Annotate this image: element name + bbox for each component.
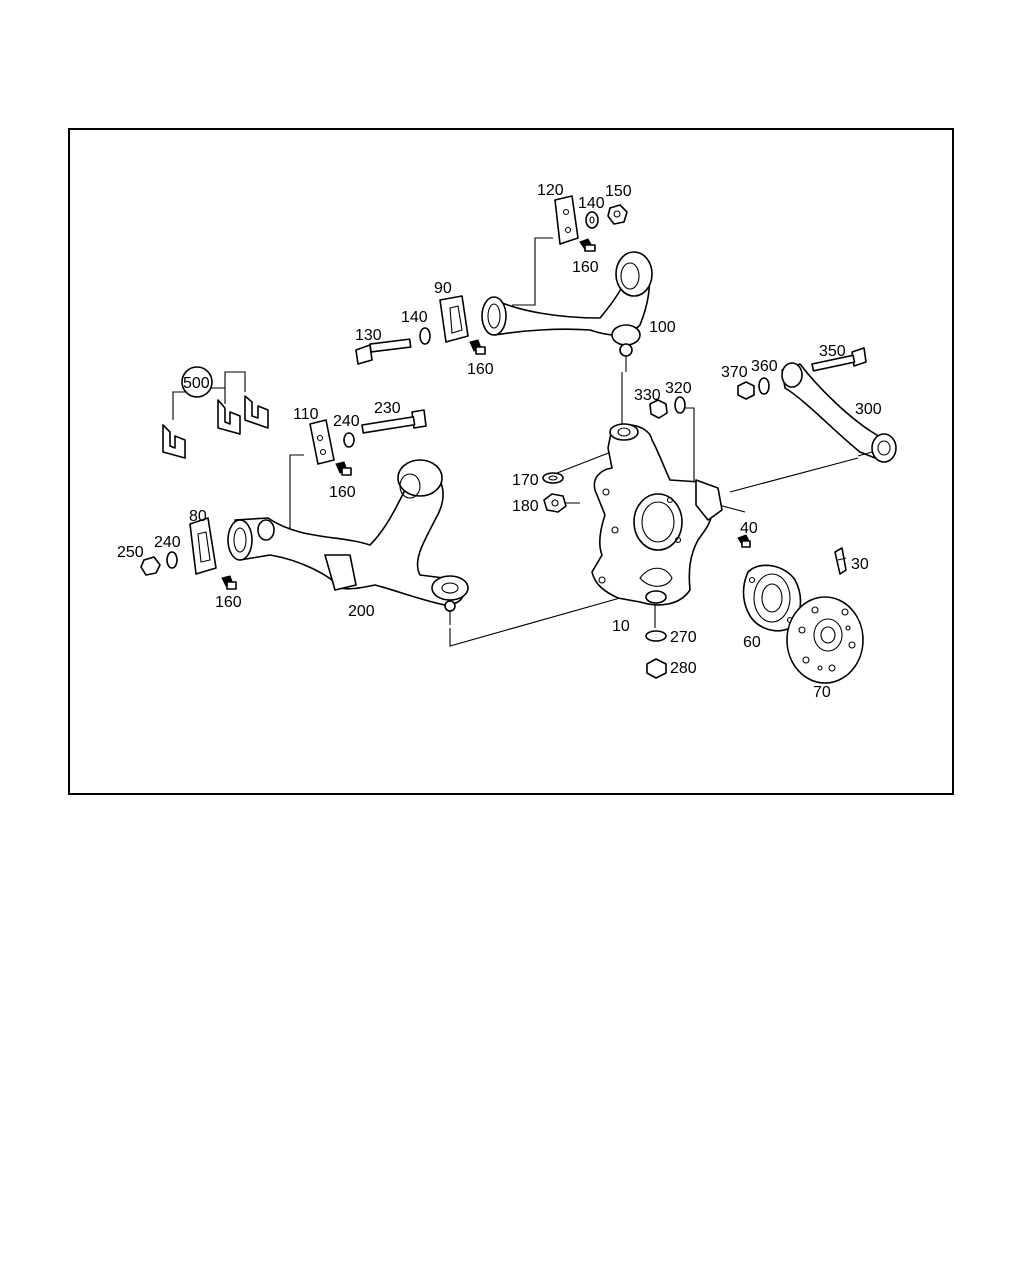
upper-control-arm-100 <box>481 251 653 372</box>
callout-500: 500 <box>183 375 210 392</box>
callout-90: 90 <box>434 280 452 297</box>
callout-160-mid: 160 <box>467 361 494 378</box>
callout-130: 130 <box>355 327 382 344</box>
callout-160-upper: 160 <box>572 259 599 276</box>
callout-circle-500 <box>181 366 213 398</box>
callout-240-upper: 240 <box>333 413 360 430</box>
bracket-110 <box>309 419 335 465</box>
washer-240-lower <box>166 551 178 569</box>
bolt-160-lower-upper <box>335 461 352 476</box>
bolt-350 <box>811 347 867 372</box>
callout-250: 250 <box>117 544 144 561</box>
callout-160-lower-upper: 160 <box>329 484 356 501</box>
clip-set-500 <box>162 366 269 459</box>
wheel-bearing-60 <box>742 564 802 632</box>
washer-170 <box>542 472 564 484</box>
bracket-90 <box>439 295 469 343</box>
washer-320 <box>674 396 686 414</box>
strut-rod-300 <box>781 362 897 463</box>
callout-350: 350 <box>819 343 846 360</box>
callout-240-lower: 240 <box>154 534 181 551</box>
steering-knuckle-10 <box>591 423 723 606</box>
bolt-230 <box>361 409 427 434</box>
callout-160-lower: 160 <box>215 594 242 611</box>
callout-60: 60 <box>743 634 761 651</box>
callout-labels: 10 30 40 60 70 80 90 100 110 120 130 140… <box>117 182 882 701</box>
diagram-frame <box>68 128 954 795</box>
callout-140-upper: 140 <box>578 195 605 212</box>
callout-40: 40 <box>740 520 758 537</box>
nut-180 <box>543 493 567 513</box>
callout-170: 170 <box>512 472 539 489</box>
washer-270 <box>645 630 667 642</box>
callout-70: 70 <box>813 684 831 701</box>
callout-370: 370 <box>721 364 748 381</box>
nut-150 <box>607 204 628 225</box>
bolt-160-upper <box>579 238 596 252</box>
bolt-130 <box>355 338 412 365</box>
nut-330 <box>649 399 668 419</box>
callout-230: 230 <box>374 400 401 417</box>
bolt-40 <box>737 534 751 548</box>
bracket-120 <box>554 195 579 245</box>
callout-100: 100 <box>649 319 676 336</box>
washer-140-mid <box>419 327 431 345</box>
callout-30: 30 <box>851 556 869 573</box>
bolt-160-lower <box>221 575 237 590</box>
callout-280: 280 <box>670 660 697 677</box>
callout-150: 150 <box>605 183 632 200</box>
nut-370 <box>737 381 755 400</box>
callout-320: 320 <box>665 380 692 397</box>
callout-300: 300 <box>855 401 882 418</box>
callout-10: 10 <box>612 618 630 635</box>
bracket-80 <box>189 517 217 575</box>
washer-140-upper <box>585 211 599 229</box>
washer-240-upper <box>343 432 355 448</box>
bolt-160-mid <box>469 339 486 355</box>
clip-30 <box>834 547 847 575</box>
callout-330: 330 <box>634 387 661 404</box>
callout-110: 110 <box>293 406 319 423</box>
nut-250 <box>140 556 161 576</box>
callout-180: 180 <box>512 498 539 515</box>
wheel-hub-70 <box>786 596 864 684</box>
nut-280 <box>646 658 667 679</box>
lower-control-arm-200 <box>227 459 469 625</box>
callout-80: 80 <box>189 508 207 525</box>
callout-360: 360 <box>751 358 778 375</box>
callout-140-mid: 140 <box>401 309 428 326</box>
washer-360 <box>758 377 770 395</box>
callout-270: 270 <box>670 629 697 646</box>
callout-120: 120 <box>537 182 564 199</box>
callout-200: 200 <box>348 603 375 620</box>
